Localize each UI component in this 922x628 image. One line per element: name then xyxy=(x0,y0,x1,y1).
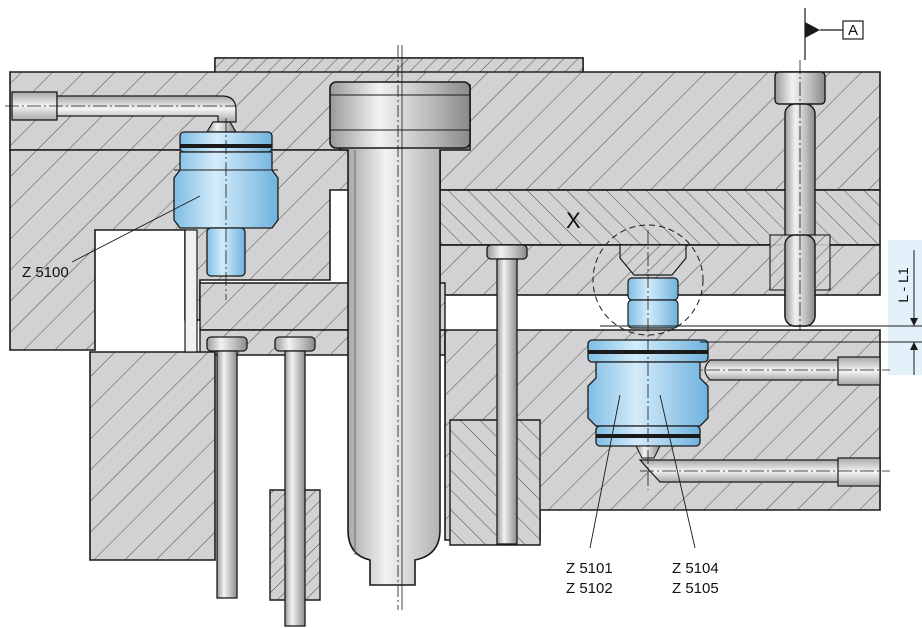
ejector-pins-left xyxy=(206,244,528,627)
right-channels xyxy=(638,356,890,487)
label-z5102: Z 5102 xyxy=(566,580,613,597)
label-z5101: Z 5101 xyxy=(566,560,613,577)
leader-lines xyxy=(71,195,696,549)
central-guide-bushing xyxy=(329,45,471,610)
label-z5105: Z 5105 xyxy=(672,580,719,597)
dimension-l-l1: L - L1 xyxy=(600,250,922,375)
datum-marker: A xyxy=(804,8,864,60)
label-plate-x: X xyxy=(566,208,581,233)
component-z5101 xyxy=(587,224,709,490)
top-left-channel xyxy=(5,91,237,123)
socket-head-bolt xyxy=(769,60,831,330)
lower-left-plate xyxy=(89,351,216,561)
label-z5100: Z 5100 xyxy=(22,264,69,281)
label-z5104: Z 5104 xyxy=(672,560,719,577)
dimension-label: L - L1 xyxy=(895,267,911,302)
dimension-band xyxy=(888,240,922,375)
vertical-channel-left xyxy=(184,229,198,353)
component-z5100 xyxy=(173,118,279,300)
datum-label: A xyxy=(848,22,858,39)
